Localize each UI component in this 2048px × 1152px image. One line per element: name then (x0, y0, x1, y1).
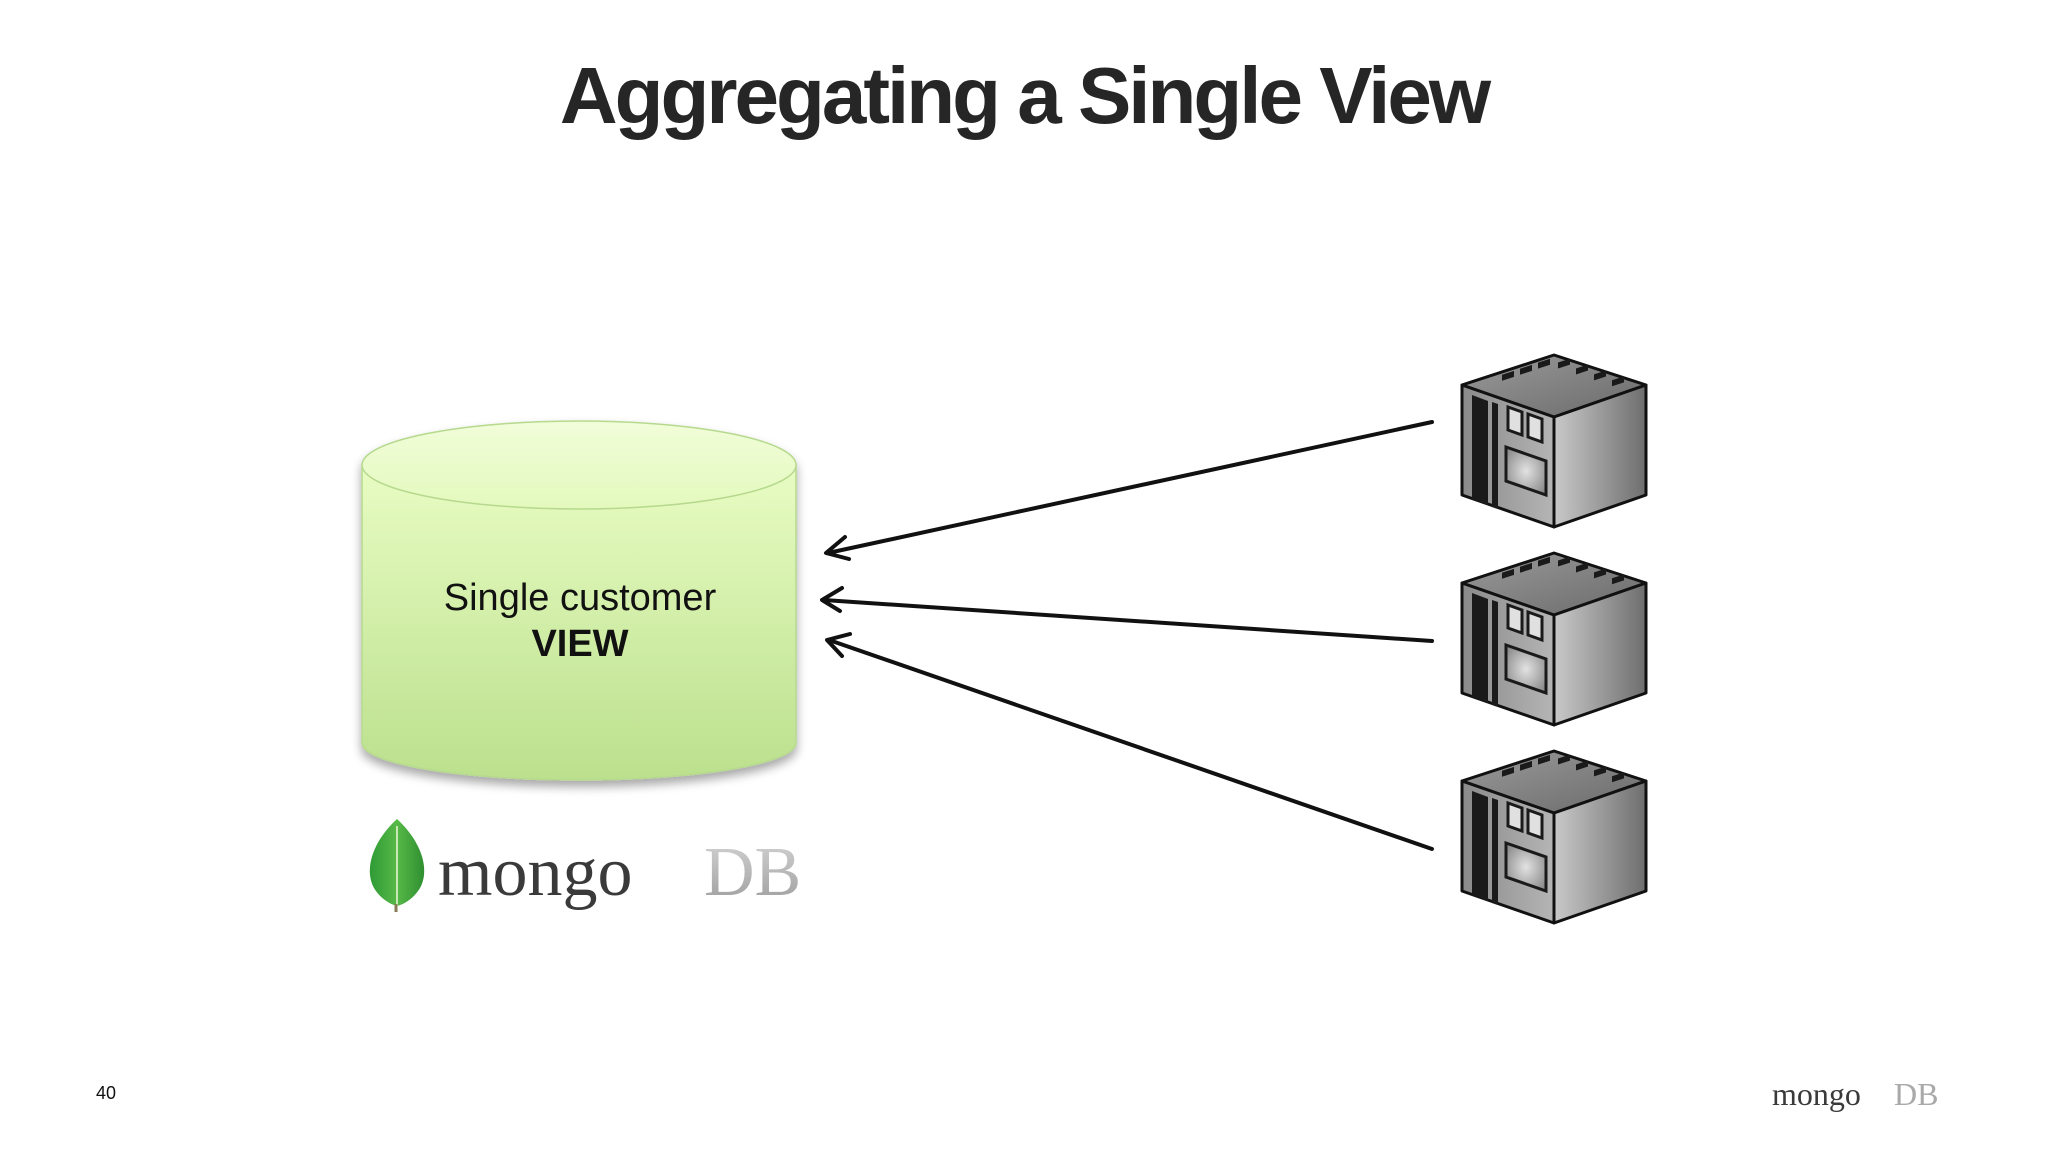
page-number: 40 (96, 1083, 117, 1103)
arrow-bottom (827, 638, 1434, 851)
footer-logo-word-mongo: mongo (1772, 1076, 1861, 1112)
footer-logo: mongo DB (1772, 1076, 1938, 1112)
logo-word-mongo: mongo (438, 834, 632, 911)
slide-title: Aggregating a Single View (559, 51, 1491, 140)
logo-word-db: DB (704, 834, 801, 911)
database-label-line1: Single customer (443, 577, 717, 619)
server-group (1460, 353, 1648, 925)
arrow-top (826, 420, 1434, 555)
arrow-middle-head (820, 586, 844, 613)
arrow-group (820, 420, 1434, 851)
server-icon (1460, 353, 1648, 529)
database-label: Single customer VIEW (360, 575, 800, 667)
database-label-line2: VIEW (531, 623, 629, 665)
server-icon (1460, 749, 1648, 925)
database-cylinder (361, 420, 797, 781)
arrow-bottom-head (825, 632, 852, 658)
mongodb-logo: mongo DB (369, 819, 801, 912)
arrow-middle (822, 598, 1434, 643)
server-icon (1460, 551, 1648, 727)
arrow-top-head (824, 535, 851, 561)
footer-logo-word-db: DB (1894, 1076, 1938, 1112)
